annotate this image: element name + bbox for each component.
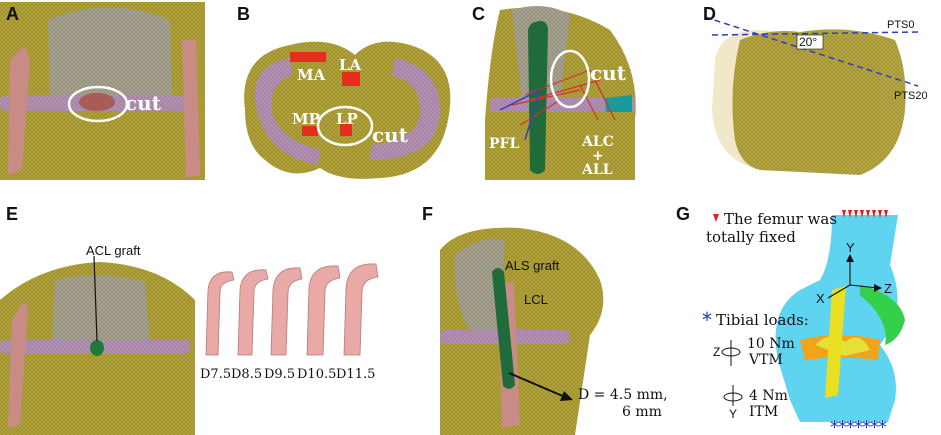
- panel-c-all-label: ALL: [581, 162, 613, 178]
- panel-c-alc-label: ALC: [581, 134, 614, 150]
- panel-c-cut-circle: [549, 49, 591, 109]
- panel-b-mp-insertion: [302, 126, 318, 136]
- panel-f-diameter-arrow-head: [560, 391, 573, 401]
- panel-e-graft-pointer: [93, 255, 98, 342]
- graft-model-d10-5: D10.5: [297, 265, 341, 382]
- panel-a-lcl: [182, 40, 200, 178]
- panel-c-popliteus: [605, 95, 632, 112]
- panel-d-label: D: [703, 4, 716, 24]
- panel-e-acl-graft-shape: [90, 340, 104, 356]
- panel-c-label: C: [472, 4, 485, 24]
- panel-c: cut PFL ALC + ALL C: [472, 4, 636, 180]
- panel-g-tibial-loads-label: Tibial loads:: [716, 311, 809, 329]
- panel-c-cut-label: cut: [590, 61, 627, 85]
- panel-b-ma-label: MA: [297, 66, 326, 84]
- panel-f-als-graft-shape: [492, 268, 515, 389]
- panel-g-itm-axis-label: Y: [729, 407, 737, 421]
- panel-g-fixed-line2: totally fixed: [706, 228, 796, 246]
- graft-model-d8-5: D8.5: [231, 269, 269, 382]
- panel-f-diameter-line2: 6 mm: [622, 404, 662, 420]
- panel-g-fixed-markers: [842, 210, 888, 218]
- graft-size-label: D7.5: [200, 367, 231, 382]
- panel-g-itm-value: 4 Nm: [749, 388, 788, 404]
- panel-d-pts0-label: PTS0: [887, 19, 915, 31]
- panel-c-pfl-label: PFL: [489, 136, 519, 152]
- panel-b-label: B: [237, 4, 250, 24]
- graft-model-d7-5: D7.5: [200, 271, 235, 382]
- graft-model-d9-5: D9.5: [264, 267, 303, 382]
- panel-e: ACL graft E D7.5 D8.5 D9.5 D10.5 D11.5: [0, 204, 379, 435]
- panel-g-axis-x-label: X: [816, 291, 825, 306]
- panel-b-cut-circle: [316, 105, 374, 147]
- panel-e-label: E: [6, 204, 18, 224]
- panel-f-lcl-label: LCL: [524, 292, 548, 307]
- panel-g-y-arrow: [846, 254, 854, 262]
- panel-g-axis-z-label: Z: [884, 281, 892, 296]
- panel-b-cut-label: cut: [372, 123, 409, 147]
- panel-g-z-axis: [849, 284, 879, 289]
- panel-g-axis-y-label: Y: [846, 240, 855, 255]
- graft-size-label: D9.5: [264, 367, 295, 382]
- panel-a-mcl: [8, 45, 30, 175]
- panel-g-fixed-line1: The femur was: [724, 210, 837, 228]
- panel-b-lateral-meniscus: [370, 58, 440, 160]
- panel-a-cut-circle: [67, 85, 129, 123]
- panel-g-z-arrow: [874, 284, 882, 292]
- panel-b: MA LA MP LP cut B: [237, 4, 451, 179]
- graft-size-label: D8.5: [231, 367, 262, 382]
- panel-a-label: A: [6, 4, 19, 24]
- panel-b-mp-label: MP: [292, 110, 320, 128]
- panel-g-load-markers: *******: [830, 417, 887, 435]
- panel-b-lp-insertion: [340, 124, 352, 136]
- panel-a: cut A: [0, 2, 205, 180]
- panel-b-medial-meniscus: [254, 58, 320, 165]
- panel-g-vtm-value: 10 Nm: [747, 336, 795, 352]
- panel-c-ligament-fibers: [511, 69, 616, 126]
- panel-e-tibia: [0, 354, 195, 435]
- panel-g-x-axis: [827, 284, 851, 299]
- panel-b-la-label: LA: [339, 56, 362, 74]
- panel-d: 20° PTS0 PTS20 D: [703, 4, 928, 176]
- panel-c-plus-label: +: [592, 148, 604, 164]
- panel-b-ma-insertion: [290, 52, 326, 62]
- panel-a-acl-stump: [79, 93, 115, 111]
- panel-a-cartilage: [48, 7, 172, 103]
- panel-e-graft-label: ACL graft: [86, 243, 141, 258]
- panel-f-diameter-line1: D = 4.5 mm,: [578, 387, 668, 403]
- panel-f-graft-label: ALS graft: [505, 258, 560, 273]
- graft-size-label: D11.5: [336, 367, 375, 382]
- panel-f: ALS graft LCL D = 4.5 mm, 6 mm F: [422, 204, 668, 435]
- panel-d-angle-label: 20°: [799, 35, 817, 49]
- panel-f-label: F: [422, 204, 433, 224]
- panel-c-pfl-fibers: [499, 88, 542, 141]
- panel-d-angle-box: [796, 34, 824, 50]
- panel-g: Y Z X The femur was totally fixed * Tibi…: [676, 204, 905, 435]
- panel-b-lp-label: LP: [336, 110, 358, 128]
- panel-f-diameter-arrow-shaft: [508, 372, 566, 398]
- graft-size-label: D10.5: [297, 367, 336, 382]
- panel-g-vtm-axis-label: Z: [713, 345, 720, 359]
- graft-model-d11-5: D11.5: [336, 263, 379, 382]
- panel-a-cut-label: cut: [125, 91, 162, 115]
- panel-d-tibia: [732, 29, 906, 176]
- panel-g-lateral-meniscus: [860, 285, 905, 345]
- panel-g-lcl-yellow: [825, 286, 846, 398]
- panel-e-mcl: [8, 300, 28, 428]
- panel-d-pts0-line: [711, 31, 919, 36]
- panel-d-pts20-line: [704, 16, 919, 87]
- panel-g-fixed-legend-icon: [713, 214, 719, 222]
- panel-g-vtm-label: VTM: [748, 352, 783, 368]
- panel-d-pts20-label: PTS20: [894, 90, 928, 102]
- panel-e-cartilage: [52, 275, 150, 345]
- panel-g-itm-label: ITM: [749, 404, 778, 420]
- panel-g-load-asterisk-icon: *: [702, 308, 712, 332]
- panel-f-cartilage: [454, 239, 505, 330]
- panel-b-la-insertion: [342, 72, 360, 86]
- panel-a-tibia: [0, 112, 205, 180]
- panel-g-label: G: [676, 204, 690, 224]
